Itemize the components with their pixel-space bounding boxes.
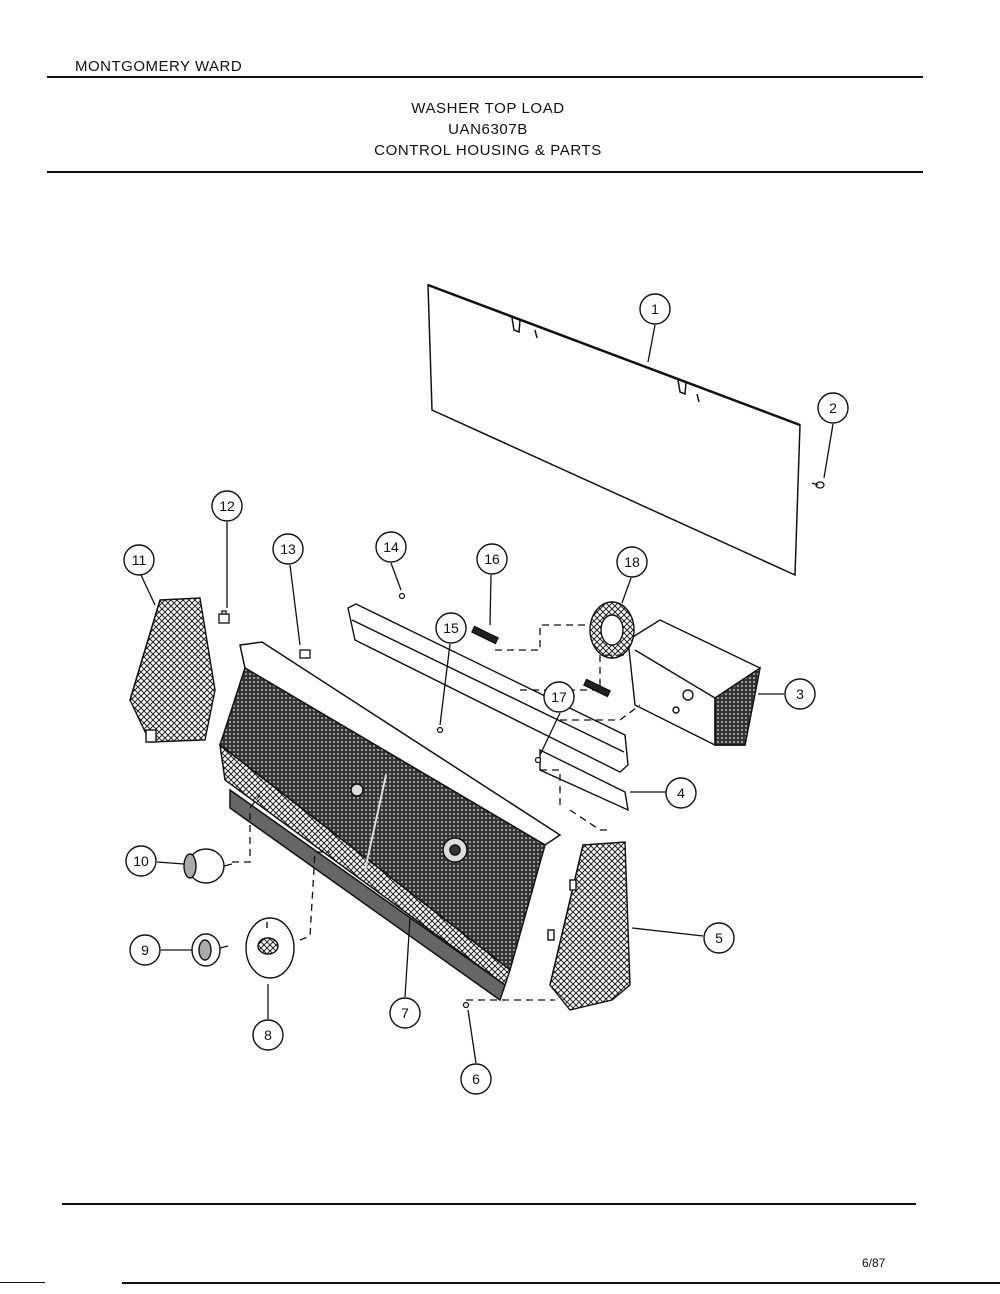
rear-panel — [427, 283, 801, 577]
clip-part-12 — [218, 610, 230, 624]
svg-text:15: 15 — [443, 620, 459, 636]
callout-10: 10 — [125, 845, 157, 877]
callout-12: 12 — [211, 490, 243, 522]
leader-lines — [140, 324, 834, 1064]
callout-7: 7 — [389, 997, 421, 1029]
header-rule-top — [47, 76, 923, 78]
svg-text:14: 14 — [383, 539, 399, 555]
callout-11: 11 — [123, 544, 155, 576]
timer-assembly — [627, 619, 762, 746]
svg-text:2: 2 — [829, 400, 837, 416]
diagram-title-line-3: CONTROL HOUSING & PARTS — [374, 142, 602, 159]
callout-15: 15 — [435, 612, 467, 644]
callout-16: 16 — [476, 543, 508, 575]
svg-text:17: 17 — [551, 689, 567, 705]
svg-text:16: 16 — [484, 551, 500, 567]
svg-text:18: 18 — [624, 554, 640, 570]
svg-text:3: 3 — [796, 686, 804, 702]
right-end-cap — [547, 841, 631, 1011]
callout-5: 5 — [703, 922, 735, 954]
callout-1: 1 — [639, 293, 671, 325]
knob-part-10 — [183, 848, 233, 884]
revision-date: 6/87 — [862, 1256, 886, 1270]
svg-text:12: 12 — [219, 498, 235, 514]
svg-text:11: 11 — [132, 552, 147, 568]
knob-part-9 — [191, 933, 229, 967]
callout-18: 18 — [616, 546, 648, 578]
callout-17: 17 — [543, 681, 575, 713]
clip-part-13 — [299, 649, 311, 659]
callout-4: 4 — [665, 777, 697, 809]
control-bracket — [347, 603, 629, 812]
screw-part-14 — [398, 592, 406, 600]
callout-9: 9 — [129, 934, 161, 966]
header-rule-bottom — [47, 171, 923, 173]
callout-14: 14 — [375, 531, 407, 563]
footer-rule-stub — [0, 1282, 45, 1283]
callout-13: 13 — [272, 533, 304, 565]
callout-8: 8 — [252, 1019, 284, 1051]
left-end-cap — [129, 597, 216, 743]
svg-text:4: 4 — [677, 785, 685, 801]
footer-rule-top — [62, 1203, 916, 1205]
brand-name: MONTGOMERY WARD — [75, 58, 243, 75]
timer-dial — [589, 601, 635, 659]
svg-text:9: 9 — [141, 942, 149, 958]
screw-part-2 — [811, 481, 825, 489]
callout-labels: 1 2 3 4 5 6 7 8 9 10 11 12 13 14 15 16 1… — [123, 293, 849, 1095]
dial-part-8 — [245, 917, 295, 979]
diagram-title-line-2: UAN6307B — [448, 121, 528, 138]
control-panel-face — [218, 641, 562, 1002]
svg-text:13: 13 — [280, 541, 296, 557]
callout-6: 6 — [460, 1063, 492, 1095]
callout-2: 2 — [817, 392, 849, 424]
svg-text:5: 5 — [715, 930, 723, 946]
svg-text:10: 10 — [133, 853, 149, 869]
svg-text:8: 8 — [264, 1027, 272, 1043]
svg-text:6: 6 — [472, 1071, 480, 1087]
screw-part-15 — [436, 726, 444, 734]
callout-3: 3 — [784, 678, 816, 710]
screw-part-17 — [534, 756, 542, 764]
svg-text:7: 7 — [401, 1005, 409, 1021]
diagram-title-line-1: WASHER TOP LOAD — [411, 100, 565, 117]
svg-text:1: 1 — [651, 301, 659, 317]
screw-part-6 — [462, 1001, 470, 1009]
footer-rule-bottom — [122, 1282, 1000, 1284]
